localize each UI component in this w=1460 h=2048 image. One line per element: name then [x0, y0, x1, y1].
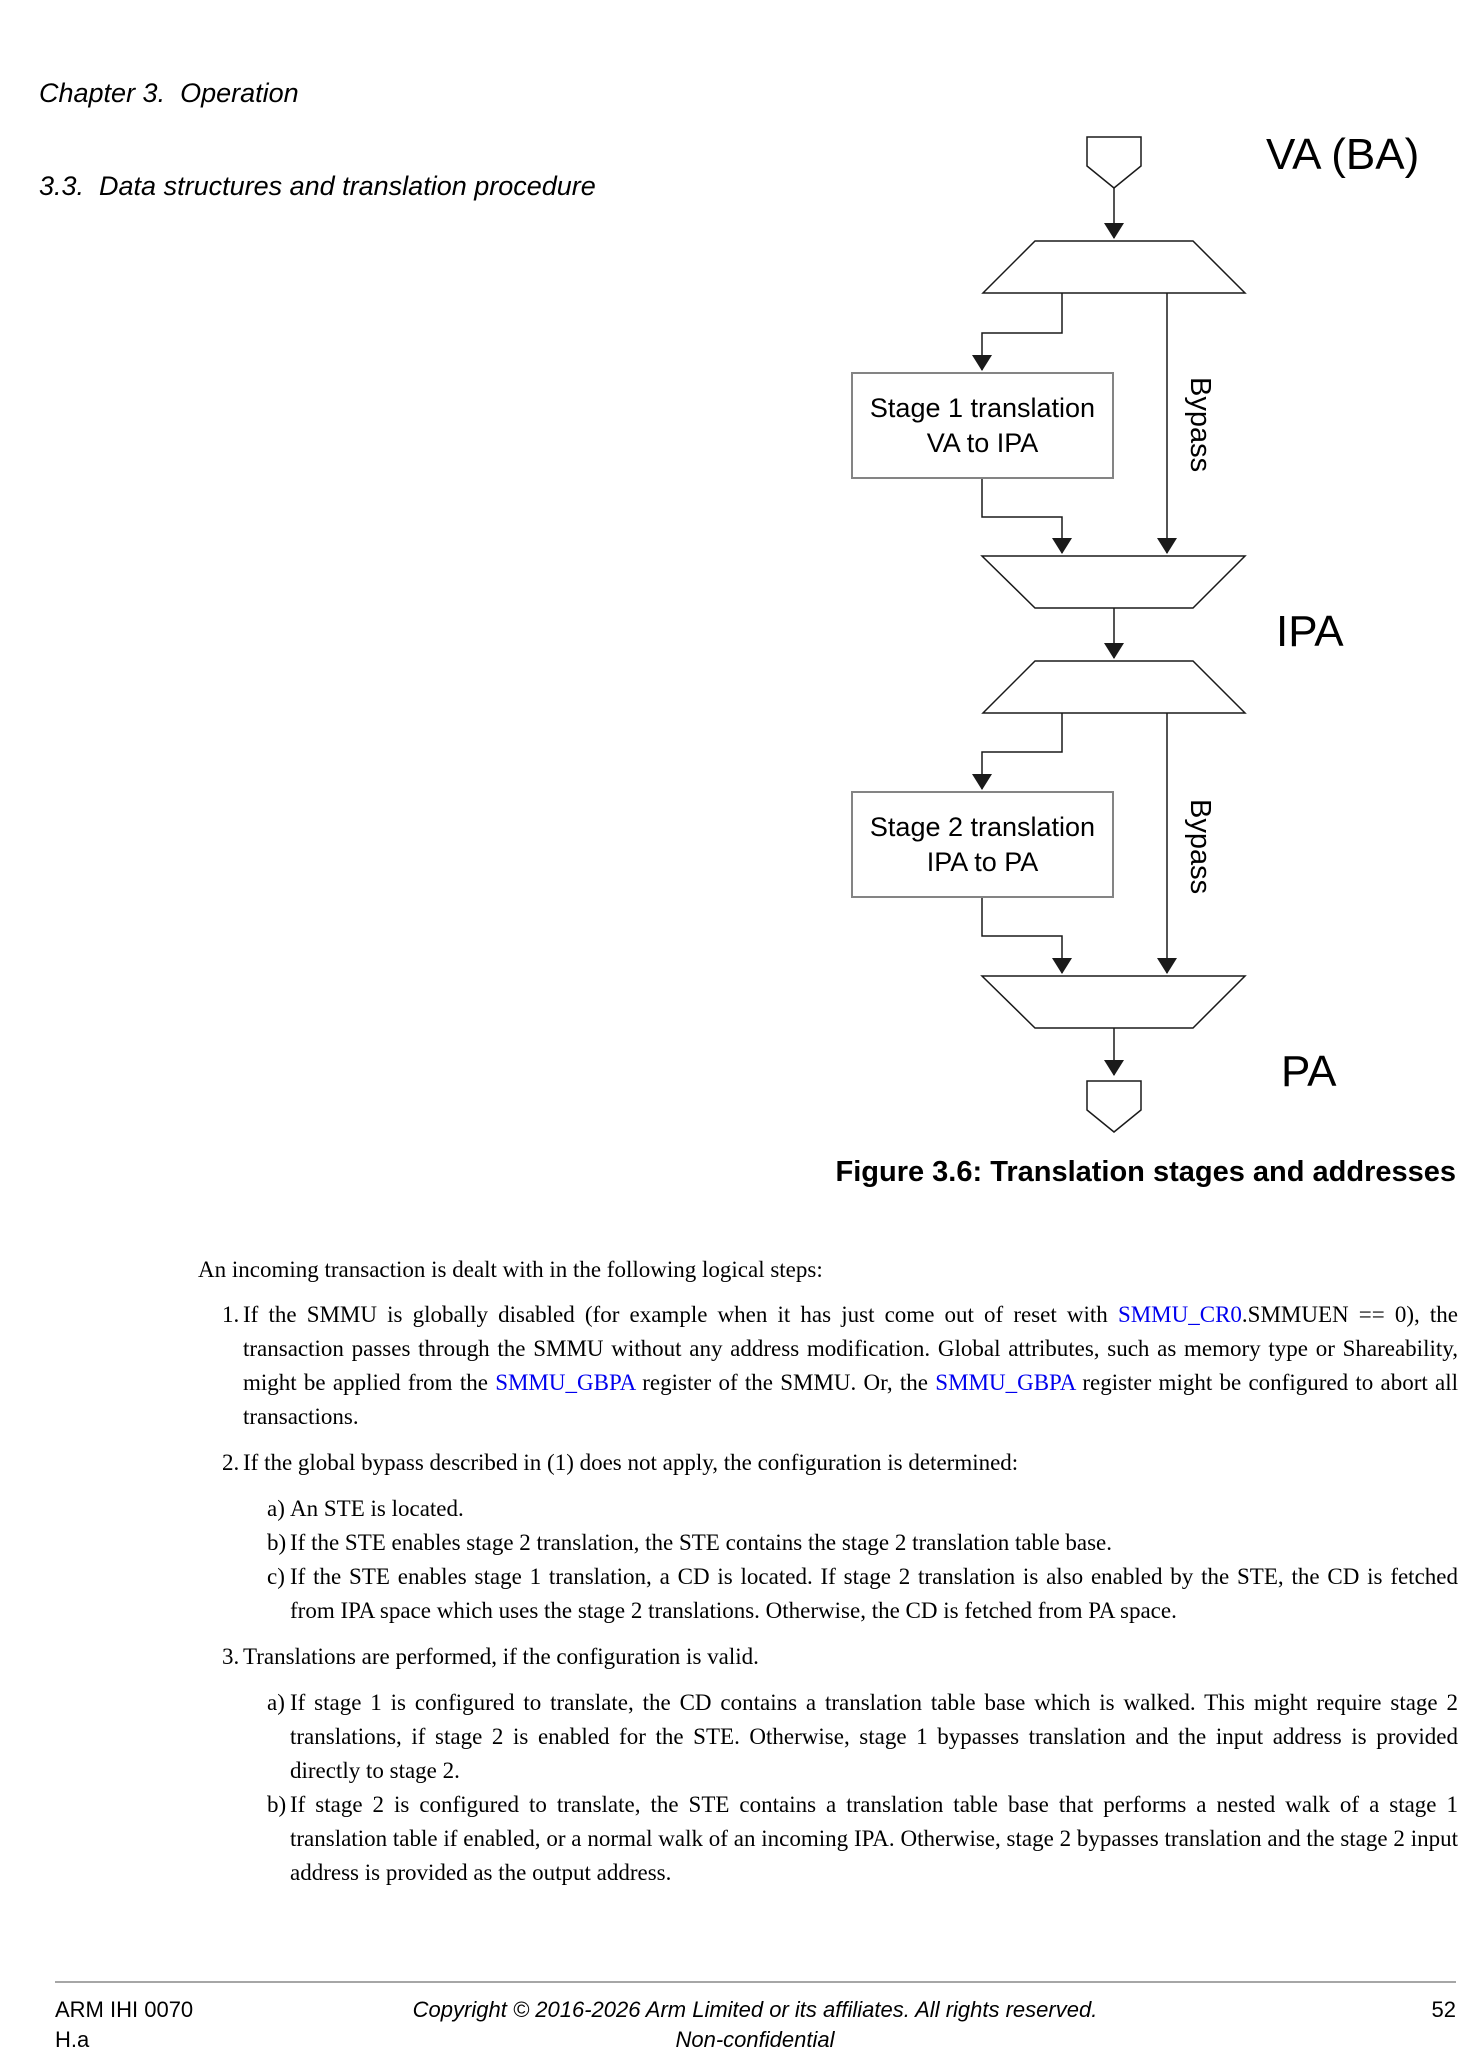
bypass-label-1: Bypass	[1184, 377, 1216, 473]
merge-trapezoid-2	[980, 975, 1247, 1029]
list-item-b: b)If stage 2 is configured to translate,…	[267, 1788, 1458, 1890]
footer-center: Copyright © 2016-2026 Arm Limited or its…	[55, 1995, 1455, 2048]
text-run: If the global bypass described in (1) do…	[243, 1450, 1019, 1475]
steps-list: 1.If the SMMU is globally disabled (for …	[198, 1298, 1458, 1890]
sublist: a)An STE is located.b)If the STE enables…	[267, 1492, 1458, 1628]
translation-flow-diagram	[851, 136, 1247, 1133]
register-link-SMMU_GBPA[interactable]: SMMU_GBPA	[495, 1370, 635, 1395]
list-item-a: a)If stage 1 is configured to translate,…	[267, 1686, 1458, 1788]
list-item-b: b)If the STE enables stage 2 translation…	[267, 1526, 1458, 1560]
footer-left: ARM IHI 0070 H.a	[55, 1995, 193, 2048]
pa-label: PA	[1281, 1047, 1337, 1096]
text-run: .SMMUEN == 0), the transaction passes th…	[243, 1302, 1458, 1395]
intro-paragraph: An incoming transaction is dealt with in…	[198, 1257, 823, 1282]
text-run: If stage 2 is configured to translate, t…	[290, 1792, 1458, 1885]
page-number: 52	[1431, 1997, 1456, 2022]
text-run: If stage 1 is configured to translate, t…	[290, 1690, 1458, 1783]
list-item-a: a)An STE is located.	[267, 1492, 1458, 1526]
output-connector-shape	[1086, 1080, 1142, 1133]
text-run: register of the SMMU. Or, the	[634, 1370, 936, 1395]
body-text: An incoming transaction is dealt with in…	[198, 1253, 1458, 1902]
document-id: ARM IHI 0070	[55, 1997, 194, 2022]
merge-trapezoid-1	[980, 555, 1247, 609]
stage1-label: Stage 1 translation VA to IPA	[852, 373, 1113, 478]
stage1-box	[851, 372, 1114, 479]
text-run: If the SMMU is globally disabled (for ex…	[243, 1302, 1118, 1327]
list-item-3: 3.Translations are performed, if the con…	[222, 1640, 1458, 1890]
list-marker: 3.	[222, 1644, 240, 1669]
section-heading: 3.3. Data structures and translation pro…	[39, 171, 596, 201]
sublist: a)If stage 1 is configured to translate,…	[267, 1686, 1458, 1890]
stage2-label: Stage 2 translation IPA to PA	[852, 792, 1113, 897]
text-run: If the STE enables stage 1 translation, …	[290, 1564, 1458, 1623]
footer-rule	[55, 1981, 1456, 1983]
va-ba-label: VA (BA)	[1266, 130, 1420, 179]
list-marker: 1.	[222, 1302, 240, 1327]
text-run: register might be configured to abort al…	[243, 1370, 1458, 1429]
bypass-label-2: Bypass	[1184, 799, 1216, 895]
document-version: H.a	[55, 2027, 90, 2048]
list-marker: a)	[267, 1690, 285, 1715]
arrow-split1-to-stage1	[972, 293, 1063, 371]
chapter-heading: Chapter 3. Operation	[39, 78, 299, 108]
confidentiality-label: Non-confidential	[675, 2027, 835, 2048]
list-marker: b)	[267, 1530, 287, 1555]
figure-caption: Figure 3.6: Translation stages and addre…	[835, 1156, 1457, 1188]
stage2-box	[851, 791, 1114, 898]
split-trapezoid-2	[981, 660, 1247, 714]
register-link-SMMU_CR0[interactable]: SMMU_CR0	[1117, 1302, 1242, 1327]
list-marker: 2.	[222, 1450, 240, 1475]
arrow-stage1-to-merge1	[981, 478, 1072, 554]
list-item-c: c)If the STE enables stage 1 translation…	[267, 1560, 1458, 1628]
arrow-stage2-to-merge2	[981, 897, 1072, 974]
input-connector-shape	[1086, 136, 1142, 189]
list-marker: b)	[267, 1792, 287, 1817]
stage1-label-line2: VA to IPA	[926, 427, 1039, 458]
ipa-label: IPA	[1276, 607, 1344, 656]
register-link-SMMU_GBPA[interactable]: SMMU_GBPA	[935, 1370, 1076, 1395]
list-item-2: 2.If the global bypass described in (1) …	[222, 1446, 1458, 1628]
stage2-label-line2: IPA to PA	[926, 846, 1039, 877]
list-marker: a)	[267, 1496, 285, 1521]
copyright-notice: Copyright © 2016-2026 Arm Limited or its…	[412, 1997, 1098, 2022]
list-item-1: 1.If the SMMU is globally disabled (for …	[222, 1298, 1458, 1434]
split-trapezoid-1	[981, 240, 1247, 294]
text-run: If the STE enables stage 2 translation, …	[290, 1530, 1113, 1555]
arrow-split2-to-stage2	[972, 713, 1063, 790]
list-marker: c)	[267, 1564, 285, 1589]
text-run: Translations are performed, if the confi…	[243, 1644, 759, 1669]
stage1-label-line1: Stage 1 translation	[869, 392, 1096, 423]
text-run: An STE is located.	[290, 1496, 464, 1521]
page-header: Chapter 3. Operation 3.3. Data structure…	[39, 16, 596, 264]
stage2-label-line1: Stage 2 translation	[869, 811, 1096, 842]
